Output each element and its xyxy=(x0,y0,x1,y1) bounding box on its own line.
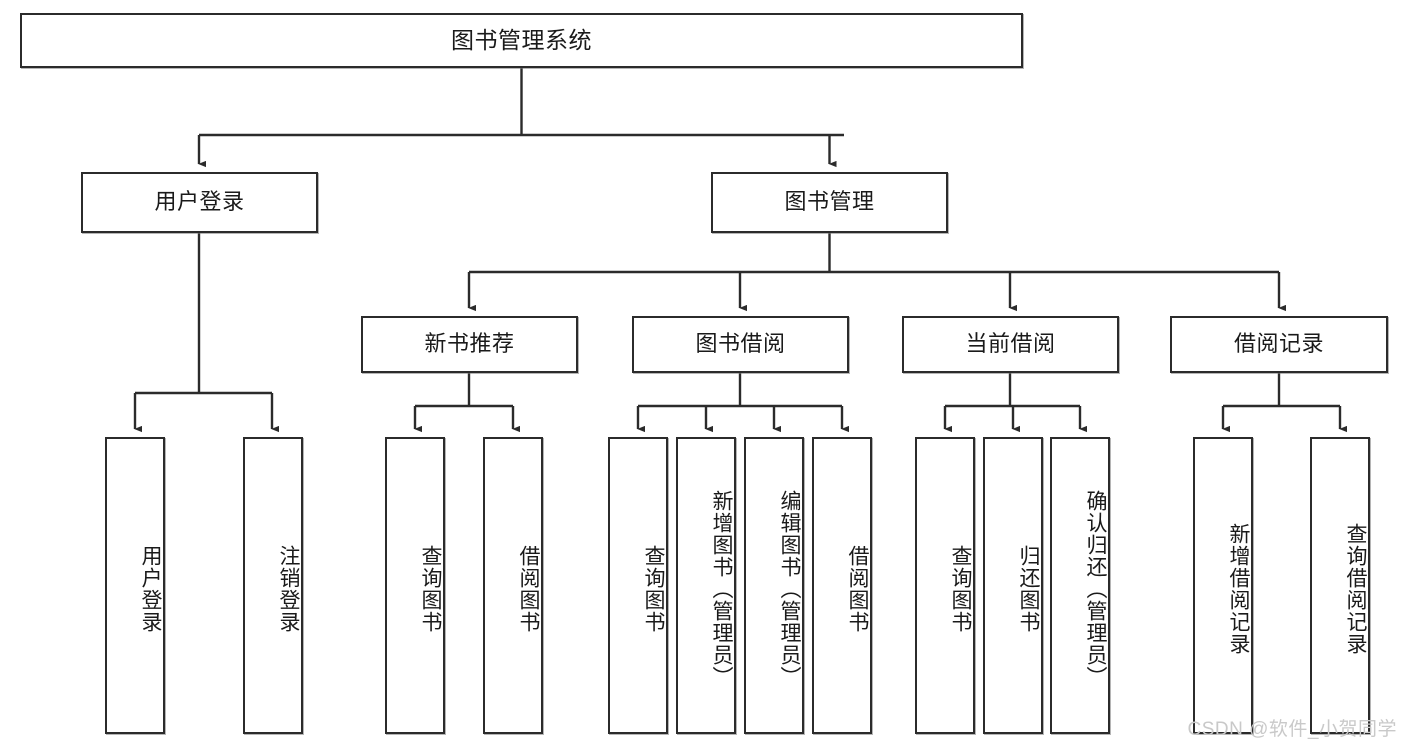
node-new-book-recommend[interactable]: 新书推荐 xyxy=(361,316,578,373)
leaf-label: 用户登录 xyxy=(139,544,162,633)
leaf-label: 确认归还（管理员） xyxy=(1084,489,1107,688)
leaf-borrow-record-query-record[interactable]: 查询借阅记录 xyxy=(1310,437,1370,734)
node-new-book-recommend-label: 新书推荐 xyxy=(424,331,515,357)
leaf-label: 借阅图书 xyxy=(846,544,869,633)
leaf-current-borrow-return-book[interactable]: 归还图书 xyxy=(983,437,1043,734)
leaf-label: 编辑图书（管理员） xyxy=(778,489,801,688)
leaf-new-book-query-book[interactable]: 查询图书 xyxy=(385,437,445,734)
leaf-label: 注销登录 xyxy=(277,544,300,633)
node-current-borrow[interactable]: 当前借阅 xyxy=(902,316,1119,373)
leaf-label: 查询借阅记录 xyxy=(1344,522,1367,655)
leaf-user-login-logout[interactable]: 注销登录 xyxy=(243,437,303,734)
node-root-system[interactable]: 图书管理系统 xyxy=(20,13,1023,68)
leaf-label: 新增图书（管理员） xyxy=(710,489,733,688)
leaf-new-book-borrow-book[interactable]: 借阅图书 xyxy=(483,437,543,734)
node-book-borrow[interactable]: 图书借阅 xyxy=(632,316,849,373)
node-user-login[interactable]: 用户登录 xyxy=(81,172,318,233)
node-current-borrow-label: 当前借阅 xyxy=(965,331,1056,357)
leaf-borrow-book-borrow-book[interactable]: 借阅图书 xyxy=(812,437,872,734)
leaf-label: 新增借阅记录 xyxy=(1227,522,1250,655)
leaf-label: 借阅图书 xyxy=(517,544,540,633)
node-borrow-record[interactable]: 借阅记录 xyxy=(1170,316,1388,373)
node-book-borrow-label: 图书借阅 xyxy=(695,331,786,357)
leaf-label: 查询图书 xyxy=(949,544,972,633)
leaf-borrow-book-add-book-admin[interactable]: 新增图书（管理员） xyxy=(676,437,736,734)
node-book-management-label: 图书管理 xyxy=(784,189,875,215)
node-book-management[interactable]: 图书管理 xyxy=(711,172,948,233)
node-borrow-record-label: 借阅记录 xyxy=(1233,331,1324,357)
leaf-borrow-book-edit-book-admin[interactable]: 编辑图书（管理员） xyxy=(744,437,804,734)
csdn-watermark: CSDN @软件_小贺同学 xyxy=(1187,719,1397,740)
leaf-current-borrow-confirm-return-admin[interactable]: 确认归还（管理员） xyxy=(1050,437,1110,734)
leaf-borrow-record-add-record[interactable]: 新增借阅记录 xyxy=(1193,437,1253,734)
leaf-label: 查询图书 xyxy=(419,544,442,633)
leaf-current-borrow-query-book[interactable]: 查询图书 xyxy=(915,437,975,734)
node-user-login-label: 用户登录 xyxy=(154,189,245,215)
leaf-borrow-book-query-book[interactable]: 查询图书 xyxy=(608,437,668,734)
leaf-label: 归还图书 xyxy=(1017,544,1040,633)
leaf-label: 查询图书 xyxy=(642,544,665,633)
leaf-user-login-login[interactable]: 用户登录 xyxy=(105,437,165,734)
node-root-label: 图书管理系统 xyxy=(451,26,592,53)
